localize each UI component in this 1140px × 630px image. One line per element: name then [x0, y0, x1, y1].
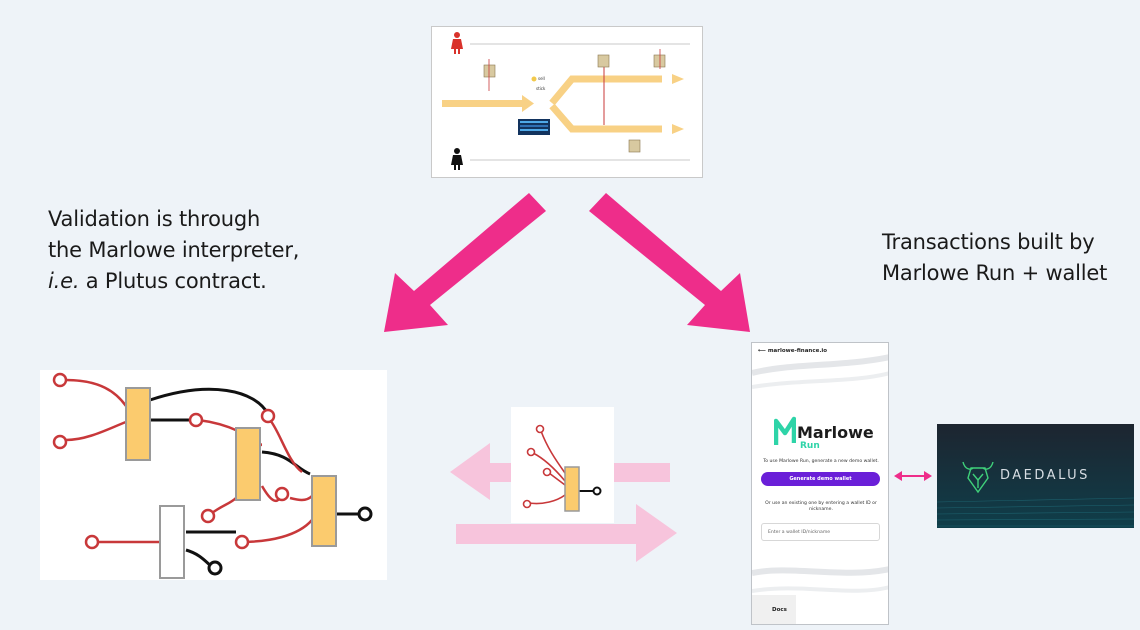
phone-background-lines: [752, 354, 888, 593]
arrow-to-transactions: [589, 193, 750, 332]
docs-button[interactable]: Docs: [752, 595, 796, 624]
person-red-icon: [451, 32, 463, 54]
validation-caption: Validation is through the Marlowe interp…: [48, 204, 299, 297]
marlowe-app-name: Marlowe: [797, 423, 874, 442]
validation-ie: i.e.: [48, 269, 80, 293]
transactions-line-2: Marlowe Run + wallet: [882, 261, 1108, 285]
phone-url-bar[interactable]: ⟵ marlowe-finance.io: [758, 348, 827, 354]
daedalus-wallet: DAEDALUS: [937, 424, 1134, 528]
transaction-red-terminals: [522, 424, 552, 509]
transaction-circuit: [511, 407, 614, 523]
validation-line-3-rest: a Plutus contract.: [79, 269, 267, 293]
money-bag-icon: [597, 54, 610, 68]
money-bag-icon: [653, 49, 666, 69]
black-terminals: [207, 506, 373, 576]
black-wires: [149, 387, 358, 568]
flow-arrows: [442, 74, 684, 134]
marlowe-app-sub: Run: [800, 441, 820, 451]
money-bag-icon: [483, 59, 496, 91]
contract-diagram-svg: sell stick: [442, 32, 690, 170]
gate-block-empty: [159, 505, 185, 579]
circuit-diagram: [40, 370, 387, 580]
choice-coin-icon: [531, 76, 537, 82]
wallet-link-head-right: [924, 471, 932, 481]
daedalus-background: [937, 424, 1134, 528]
transaction-red-wires: [528, 430, 566, 505]
validation-line-1: Validation is through: [48, 207, 261, 231]
back-arrow-icon[interactable]: ⟵: [758, 348, 766, 354]
alt-wallet-text: Or use an existing one by entering a wal…: [765, 501, 877, 512]
oracle-data-icon: [518, 119, 550, 135]
choice-no-label: stick: [536, 86, 546, 91]
arrow-to-validation: [384, 193, 546, 332]
circuit-diagram-svg: [52, 372, 373, 579]
person-black-icon: [451, 148, 463, 170]
marlowe-run-phone: ⟵ marlowe-finance.io Marlowe Run To use …: [751, 342, 889, 625]
gate-block: [311, 475, 337, 547]
gate-block: [235, 427, 261, 501]
wallet-id-input[interactable]: Enter a wallet ID/nickname: [761, 523, 880, 541]
wallet-link-head-left: [894, 471, 902, 481]
red-wires: [65, 378, 313, 544]
transactions-line-1: Transactions built by: [882, 230, 1095, 254]
marlowe-logo-icon: [774, 416, 796, 445]
money-bag-icon: [628, 139, 641, 153]
choice-yes-label: sell: [538, 76, 545, 81]
gate-block: [125, 387, 151, 461]
arrow-to-right: [456, 504, 677, 562]
bull-logo-icon: [962, 461, 994, 494]
generate-demo-wallet-button[interactable]: Generate demo wallet: [761, 472, 880, 486]
transactions-caption: Transactions built by Marlowe Run + wall…: [882, 227, 1107, 289]
transaction-gate: [564, 466, 580, 512]
validation-line-3: i.e. a Plutus contract.: [48, 266, 299, 297]
transaction-output-terminal: [592, 486, 602, 496]
contract-diagram: sell stick: [431, 26, 703, 178]
transaction-circuit-svg: [522, 424, 602, 512]
red-terminals: [52, 372, 290, 550]
phone-url: marlowe-finance.io: [767, 348, 828, 354]
validation-line-2: the Marlowe interpreter,: [48, 238, 300, 262]
daedalus-name: DAEDALUS: [1000, 468, 1090, 483]
intro-text: To use Marlowe Run, generate a new demo …: [763, 459, 879, 464]
